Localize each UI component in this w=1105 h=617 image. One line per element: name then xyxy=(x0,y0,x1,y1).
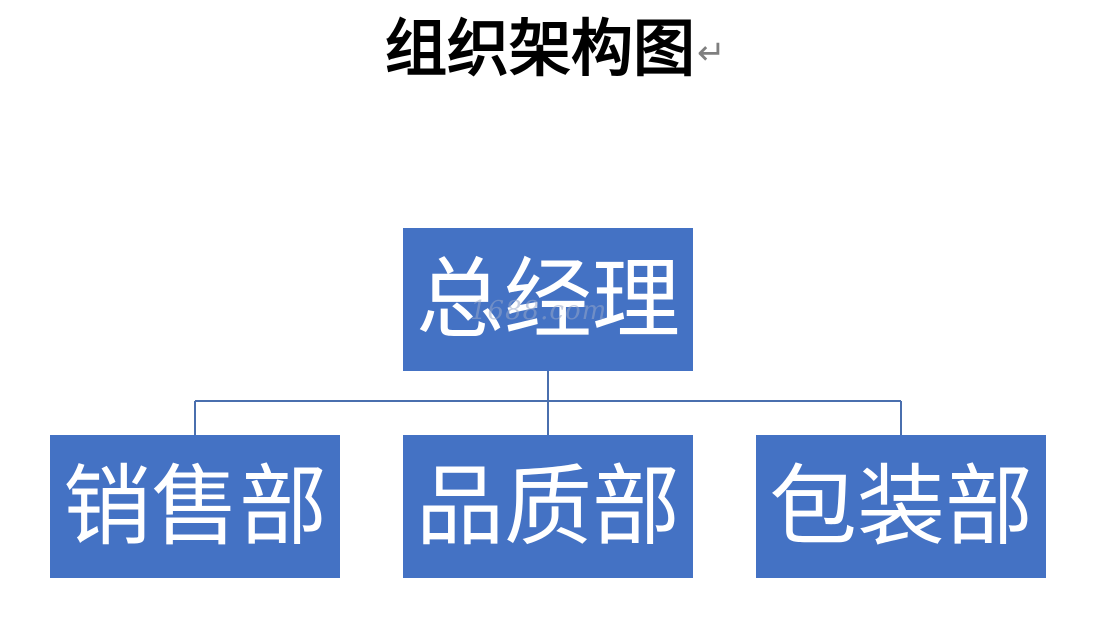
org-node-label: 销售部 xyxy=(62,454,327,558)
org-node-packaging-department[interactable]: 包装部 xyxy=(756,435,1046,578)
org-node-sales-department[interactable]: 销售部 xyxy=(50,435,340,578)
page-title: 组织架构图 ↵ xyxy=(385,14,726,84)
org-node-label: 品质部 xyxy=(415,454,680,558)
paragraph-mark-icon: ↵ xyxy=(697,33,726,73)
org-node-general-manager[interactable]: 总经理 xyxy=(403,228,693,371)
org-node-label: 总经理 xyxy=(415,247,680,351)
page-title-text: 组织架构图 xyxy=(385,12,696,85)
org-node-quality-department[interactable]: 品质部 xyxy=(403,435,693,578)
org-node-label: 包装部 xyxy=(768,454,1033,558)
